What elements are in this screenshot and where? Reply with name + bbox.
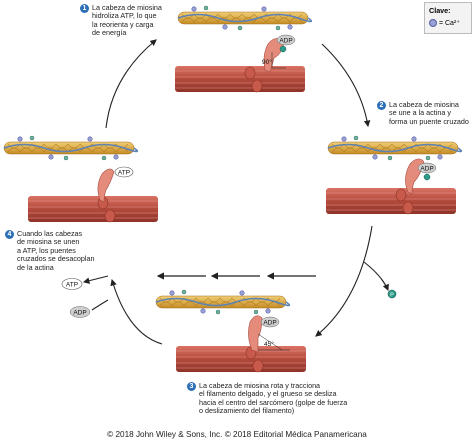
- panel-1: ADP 90°: [174, 5, 313, 93]
- step-2-line: forma un puente cruzado: [389, 116, 469, 126]
- step-1-line: hidroliza ATP, lo que: [92, 11, 157, 21]
- angle-45-label: 45°: [264, 340, 274, 348]
- step-4-text: 4 Cuando las cabezas de miosina se unen …: [5, 229, 95, 272]
- step-3-text: 3 La cabeza de miosina rota y tracciona …: [187, 381, 348, 416]
- step-2-line: se une a la actina y: [389, 108, 451, 118]
- angle-90-label: 90°: [262, 58, 272, 66]
- step-4-line: Cuando las cabezas: [17, 229, 83, 238]
- p-label-free: P: [390, 292, 394, 298]
- copyright-footer: © 2018 John Wiley & Sons, Inc. © 2018 Ed…: [107, 430, 367, 439]
- step-1-line: La cabeza de miosina: [92, 3, 162, 12]
- step-3-line: o deslizamiento del filamento): [199, 406, 295, 416]
- panel-2: ADP: [325, 135, 463, 215]
- calcium-icon: [429, 19, 437, 28]
- cycle-arrows: [82, 39, 389, 345]
- step-1-line: de energía: [92, 28, 127, 38]
- key-title: Clave:: [429, 6, 451, 15]
- adp-label-free: ADP: [73, 310, 86, 317]
- step-2-badge: 2: [377, 101, 386, 110]
- step-3-line: La cabeza de miosina rota y tracciona: [199, 381, 321, 390]
- atp-label-4: ATP: [118, 170, 130, 177]
- step-4-line: de la actina: [17, 262, 54, 272]
- atp-label-free: ATP: [66, 282, 78, 289]
- key-box: Clave: = Ca²⁺: [424, 2, 472, 34]
- step-3-line: el filamento delgado, y el grueso se des…: [199, 389, 337, 399]
- panel-4: ATP: [3, 135, 159, 223]
- key-row-calcium: = Ca²⁺: [429, 19, 471, 28]
- released-molecules: ATP ADP P: [61, 278, 397, 318]
- step-4-badge: 4: [5, 230, 14, 239]
- step-2-line: La cabeza de miosina: [389, 100, 459, 109]
- step-4-line: cruzados se desacoplan: [17, 254, 95, 264]
- step-1-line: la reorienta y carga: [92, 19, 154, 29]
- step-2-text: 2 La cabeza de miosina se une a la actin…: [377, 100, 469, 126]
- adp-label-1: ADP: [279, 38, 292, 45]
- adp-label-3: ADP: [263, 320, 276, 327]
- step-4-line: a ATP, los puentes: [17, 245, 76, 255]
- myosin-head-4: [97, 168, 115, 203]
- step-4-line: de miosina se unen: [17, 237, 80, 247]
- step-1-text: 1 La cabeza de miosina hidroliza ATP, lo…: [80, 3, 162, 38]
- step-3-line: hacia el centro del sarcómero (golpe de …: [199, 397, 348, 407]
- adp-label-2: ADP: [420, 166, 433, 173]
- panel-3: ADP 45°: [155, 289, 307, 373]
- step-3-badge: 3: [187, 382, 196, 391]
- step-1-badge: 1: [80, 4, 89, 13]
- myosin-head-3: [248, 315, 263, 353]
- key-calcium-label: = Ca²⁺: [438, 20, 460, 27]
